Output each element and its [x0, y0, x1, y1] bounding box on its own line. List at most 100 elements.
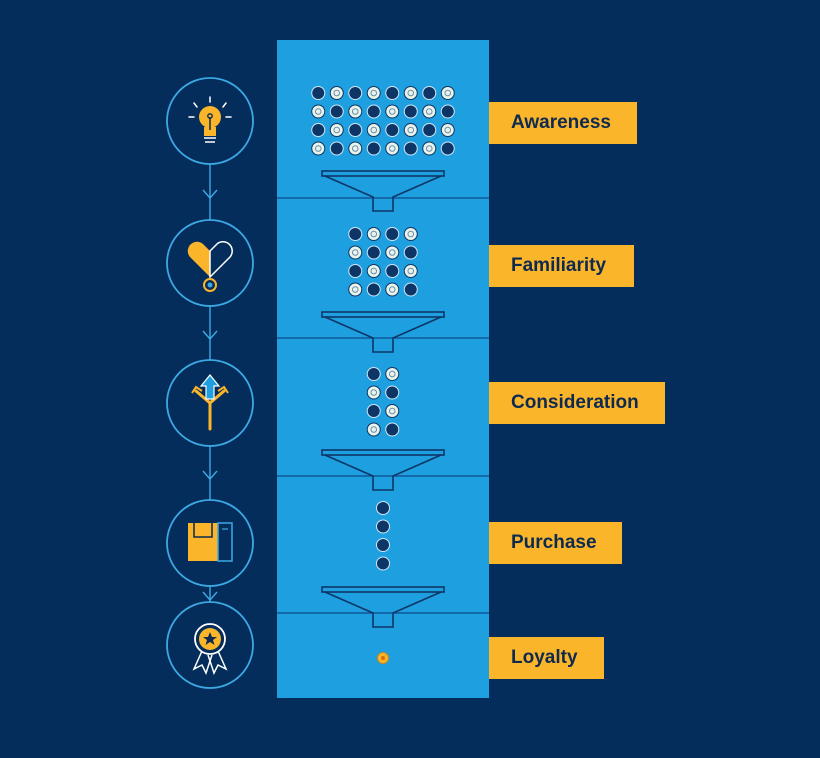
- funnel-dot: [329, 123, 344, 137]
- funnel-shape: [321, 170, 445, 212]
- shopping-bag-icon: [166, 499, 254, 587]
- funnel-dot-ring: [351, 249, 359, 256]
- funnel-dot-ring: [388, 145, 396, 152]
- funnel-dot: [366, 86, 381, 100]
- funnel-dot-ring: [333, 126, 341, 134]
- connector-arrow: [202, 189, 218, 200]
- funnel-shape: [321, 586, 445, 628]
- funnel-dot: [385, 367, 400, 381]
- stage-label-purchase: Purchase: [489, 522, 622, 564]
- funnel-dot: [385, 86, 400, 100]
- award-ribbon-icon: [166, 601, 254, 689]
- funnel-dot: [440, 86, 455, 100]
- funnel-dot: [348, 282, 363, 297]
- funnel-dot: [366, 404, 381, 418]
- funnel-dot-ring: [425, 145, 433, 152]
- funnel-dot: [366, 123, 381, 137]
- funnel-dot: [329, 104, 344, 119]
- funnel-dot: [366, 227, 381, 241]
- heart-icon: [166, 219, 254, 307]
- funnel-dot-ring: [407, 230, 415, 238]
- funnel-dot-ring: [370, 89, 378, 97]
- connector-arrow: [202, 591, 218, 602]
- funnel-dot: [366, 367, 381, 381]
- funnel-dot: [348, 245, 363, 260]
- connector-arrow: [202, 470, 218, 481]
- funnel-dot: [329, 141, 344, 156]
- funnel-dot: [385, 422, 400, 437]
- funnel-dot: [348, 104, 363, 119]
- funnel-dot: [440, 123, 455, 137]
- funnel-dot-ring: [425, 108, 433, 115]
- funnel-dot: [422, 141, 437, 156]
- funnel-dot: [385, 141, 400, 156]
- funnel-dot-ring: [370, 126, 378, 134]
- funnel-dot-ring: [351, 286, 359, 293]
- funnel-shape: [321, 311, 445, 353]
- funnel-dot-ring: [351, 108, 359, 115]
- funnel-dot-ring: [407, 126, 415, 134]
- funnel-dot: [385, 282, 400, 297]
- funnel-dot-ring: [314, 145, 322, 152]
- funnel-shape: [321, 449, 445, 491]
- connector-arrow: [202, 330, 218, 341]
- funnel-dot: [385, 123, 400, 137]
- lightbulb-icon: [166, 77, 254, 165]
- stage-label-awareness: Awareness: [489, 102, 637, 144]
- stage-label-consideration: Consideration: [489, 382, 665, 424]
- funnel-dot: [366, 282, 381, 297]
- funnel-dot: [366, 385, 381, 400]
- funnel-panel: [277, 40, 489, 698]
- funnel-dot: [385, 385, 400, 400]
- funnel-dot: [440, 104, 455, 119]
- funnel-dot: [348, 227, 363, 241]
- funnel-dot-ring: [388, 286, 396, 293]
- loyalty-dot-core: [381, 656, 385, 660]
- funnel-dot: [422, 86, 437, 100]
- funnel-dot: [366, 104, 381, 119]
- branching-arrows-icon: [166, 359, 254, 447]
- icon-connectors: [202, 164, 218, 602]
- funnel-dot-ring: [388, 370, 396, 378]
- funnel-dot: [403, 123, 418, 137]
- funnel-dot: [403, 245, 418, 260]
- stage-label-familiarity: Familiarity: [489, 245, 634, 287]
- funnel-dot-ring: [444, 89, 452, 97]
- funnel-dot-ring: [351, 145, 359, 152]
- funnel-dot-ring: [388, 108, 396, 115]
- funnel-dot: [329, 86, 344, 100]
- funnel-shapes: [321, 170, 445, 628]
- stage-label-loyalty: Loyalty: [489, 637, 604, 679]
- funnel-dot: [311, 104, 326, 119]
- funnel-dot-ring: [333, 89, 341, 97]
- funnel-dot: [385, 404, 400, 418]
- funnel-dot: [403, 104, 418, 119]
- funnel-dot: [366, 422, 381, 437]
- funnel-dot: [385, 245, 400, 260]
- funnel-dot: [422, 104, 437, 119]
- funnel-dot-ring: [388, 249, 396, 256]
- funnel-dot: [311, 141, 326, 156]
- funnel-dot: [403, 86, 418, 100]
- funnel-dot-ring: [444, 126, 452, 134]
- funnel-dot: [366, 141, 381, 156]
- funnel-dot: [366, 264, 381, 278]
- funnel-dot: [440, 141, 455, 156]
- funnel-dot: [422, 123, 437, 137]
- stage-dividers: [277, 197, 489, 614]
- funnel-dot: [385, 264, 400, 278]
- funnel-dot: [376, 519, 390, 534]
- funnel-dot: [385, 104, 400, 119]
- funnel-dot: [311, 123, 326, 137]
- funnel-dot-ring: [388, 407, 396, 415]
- funnel-dot: [376, 538, 390, 552]
- funnel-dot-ring: [407, 267, 415, 275]
- funnel-dot: [348, 86, 363, 100]
- funnel-dot: [403, 264, 418, 278]
- funnel-dot: [403, 141, 418, 156]
- funnel-dot-ring: [370, 267, 378, 275]
- funnel-dot-ring: [407, 89, 415, 97]
- funnel-dot: [348, 264, 363, 278]
- funnel-dot-ring: [370, 426, 378, 433]
